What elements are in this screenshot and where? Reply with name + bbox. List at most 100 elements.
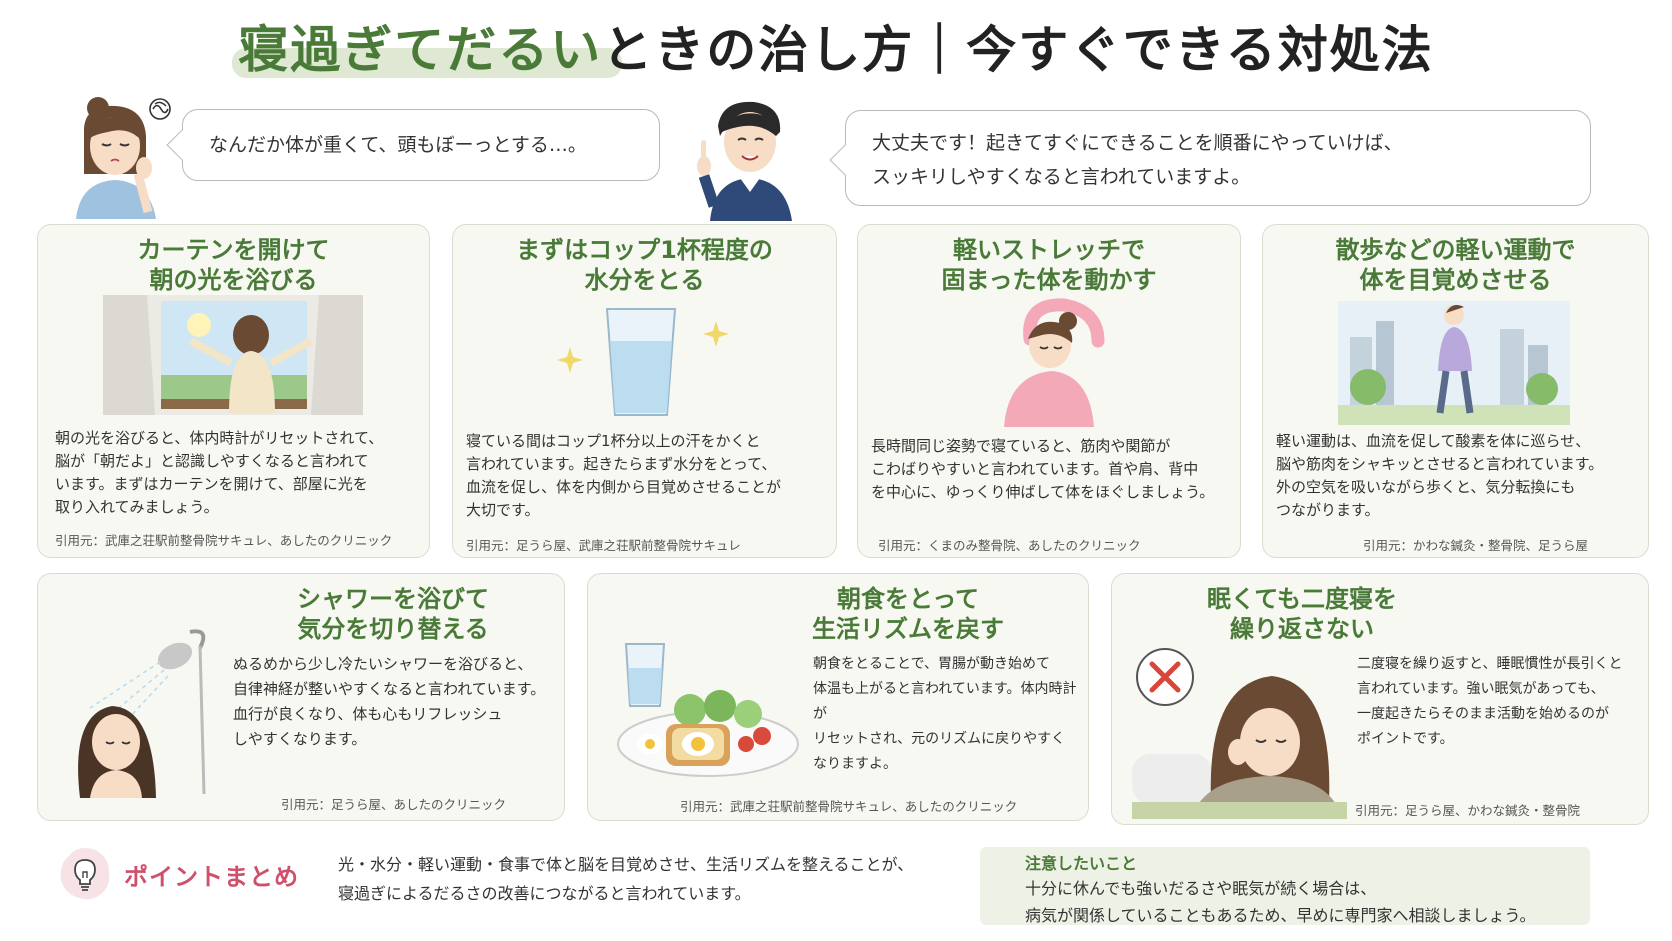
- summary-text-line: 光・水分・軽い運動・食事で体と脳を目覚めさせ、生活リズムを整えることが、: [338, 855, 914, 874]
- tip-card-breakfast: 朝食をとって 生活リズムを戻す 朝食をとることで、胃腸が動き始めて 体温も上がる…: [587, 573, 1089, 821]
- card-title: 散歩などの軽い運動で 体を目覚めさせる: [1263, 235, 1648, 295]
- lightbulb-icon: [60, 848, 110, 900]
- card-title: 軽いストレッチで 固まった体を動かす: [858, 235, 1240, 295]
- card-title-line-2: 固まった体を動かす: [941, 266, 1157, 294]
- tip-card-curtain: カーテンを開けて 朝の光を浴びる 朝の光を浴びると、体内時計がリセットされて、 …: [37, 224, 430, 558]
- caution-note-line: 病気が関係していることもあるため、早めに専門家へ相談しましょう。: [1025, 906, 1536, 925]
- title-highlight: [232, 48, 623, 78]
- card-body-line: 寝ている間はコップ1杯分以上の汗をかくと: [466, 432, 761, 450]
- summary-text: 光・水分・軽い運動・食事で体と脳を目覚めさせ、生活リズムを整えることが、 寝過ぎ…: [338, 850, 913, 908]
- card-title-line-2: 水分をとる: [584, 266, 705, 294]
- card-body: ぬるめから少し冷たいシャワーを浴びると、 自律神経が整いやすくなると言われていま…: [233, 652, 563, 752]
- card-source: 引用元：くまのみ整骨院、あしたのクリニック: [878, 538, 1141, 553]
- man-line-1: 大丈夫です！起きてすぐにできることを順番にやっていけば、: [872, 132, 1403, 154]
- card-body-line: います。まずはカーテンを開けて、部屋に光を: [55, 475, 368, 493]
- man-line-2: スッキリしやすくなると言われていますよ。: [872, 166, 1251, 188]
- tip-card-shower: シャワーを浴びて 気分を切り替える ぬるめから少し冷たいシャワーを浴びると、 自…: [37, 573, 565, 821]
- card-title-line-2: 気分を切り替える: [297, 615, 489, 643]
- card-source: 引用元：武庫之荘駅前整骨院サキュレ、あしたのクリニック: [55, 533, 393, 548]
- card-body-line: 言われています。強い眠気があっても、: [1357, 681, 1605, 697]
- title-green: 寝過ぎてだるい: [238, 21, 603, 79]
- card-source: 引用元：武庫之荘駅前整骨院サキュレ、あしたのクリニック: [680, 799, 1018, 814]
- worried-woman-illustration: [76, 97, 156, 219]
- card-title: 朝食をとって 生活リズムを戻す: [728, 584, 1088, 644]
- card-body-line: なりますよ。: [813, 756, 897, 772]
- card-body-line: を中心に、ゆっくり伸ばして体をほぐしましょう。: [871, 483, 1215, 501]
- breakfast-plate-illustration: [617, 643, 799, 777]
- summary-label: ポイントまとめ: [124, 863, 299, 891]
- card-body-line: 朝食をとることで、胃腸が動き始めて: [813, 656, 1051, 672]
- card-body-line: こわばりやすいと言われています。首や肩、背中: [871, 460, 1199, 478]
- card-title-line-2: 生活リズムを戻す: [812, 615, 1004, 643]
- woman-line: なんだか体が重くて、頭もぼーっとする…。: [209, 134, 587, 156]
- card-body-line: 一度起きたらそのまま活動を始めるのが: [1357, 706, 1609, 722]
- caution-note-line: 十分に休んでも強いだるさや眠気が続く場合は、: [1025, 879, 1377, 898]
- man-speech-bubble: 大丈夫です！起きてすぐにできることを順番にやっていけば、 スッキリしやすくなると…: [829, 110, 1591, 206]
- card-body-line: 言われています。起きたらまず水分をとって、: [466, 455, 777, 473]
- caution-note-title: 注意したいこと: [1025, 854, 1138, 873]
- card-body: 寝ている間はコップ1杯分以上の汗をかくと 言われています。起きたらまず水分をとっ…: [466, 430, 832, 522]
- card-source: 引用元：足うら屋、あしたのクリニック: [281, 797, 507, 812]
- card-title-line-2: 体を目覚めさせる: [1359, 266, 1552, 294]
- card-title-line-1: シャワーを浴びて: [297, 585, 489, 613]
- stretching-woman-illustration: [1004, 298, 1105, 427]
- card-body-line: 血行が良くなり、体も心もリフレッシュ: [233, 705, 503, 723]
- card-body: 軽い運動は、血流を促して酸素を体に巡らせ、 脳や筋肉をシャキッとさせると言われて…: [1276, 430, 1646, 522]
- woman-speech-bubble: なんだか体が重くて、頭もぼーっとする…。: [166, 109, 660, 181]
- caution-note-box: [980, 847, 1590, 925]
- card-title-line-1: 眠くても二度寝を: [1206, 585, 1398, 613]
- sparkle-icon: [557, 321, 729, 373]
- open-curtain-illustration: [103, 295, 363, 415]
- card-title-line-1: 軽いストレッチで: [953, 236, 1145, 264]
- card-body-line: 大切です。: [466, 501, 540, 519]
- walking-park-illustration: [1338, 301, 1570, 425]
- shower-woman-illustration: [78, 629, 206, 798]
- card-body-line: 自律神経が整いやすくなると言われています。: [233, 680, 546, 698]
- card-title-line-2: 繰り返さない: [1230, 615, 1374, 643]
- card-body-line: 体温も上がると言われています。体内時計が: [813, 681, 1077, 722]
- card-body-line: 脳が「朝だよ」と認識しやすくなると言われて: [55, 452, 369, 470]
- card-title: シャワーを浴びて 気分を切り替える: [228, 584, 558, 644]
- summary-text-line: 寝過ぎによるだるさの改善につながると言われています。: [338, 884, 751, 903]
- card-body-line: 二度寝を繰り返すと、睡眠慣性が長引くと: [1357, 656, 1623, 672]
- title-rest: ときの治し方｜今すぐできる対処法: [602, 21, 1434, 79]
- card-body-line: 長時間同じ姿勢で寝ていると、筋肉や関節が: [871, 437, 1171, 455]
- card-title: まずはコップ1杯程度の 水分をとる: [453, 235, 836, 295]
- tip-card-walk: 散歩などの軽い運動で 体を目覚めさせる 軽い運動は、血流を促して酸素を体に巡らせ…: [1262, 224, 1649, 558]
- card-body-line: 朝の光を浴びると、体内時計がリセットされて、: [55, 429, 384, 447]
- card-body-line: 軽い運動は、血流を促して酸素を体に巡らせ、: [1276, 432, 1591, 450]
- card-body: 朝の光を浴びると、体内時計がリセットされて、 脳が「朝だよ」と認識しやすくなると…: [55, 427, 425, 519]
- tip-card-stretch: 軽いストレッチで 固まった体を動かす 長時間同じ姿勢で寝ていると、筋肉や関節が …: [857, 224, 1241, 558]
- card-source: 引用元：足うら屋、武庫之荘駅前整骨院サキュレ: [466, 538, 741, 553]
- card-body-line: ポイントです。: [1357, 731, 1454, 747]
- card-body: 長時間同じ姿勢で寝ていると、筋肉や関節が こわばりやすいと言われています。首や肩…: [871, 435, 1236, 504]
- card-body-line: 血流を促し、体を内側から目覚めさせることが: [466, 478, 782, 496]
- card-body-line: つながります。: [1276, 501, 1380, 519]
- card-body-line: リセットされ、元のリズムに戻りやすく: [813, 731, 1066, 747]
- card-body-line: ぬるめから少し冷たいシャワーを浴びると、: [233, 655, 533, 673]
- card-body-line: しやすくなります。: [233, 730, 367, 748]
- card-body-line: 外の空気を吸いながら歩くと、気分転換にも: [1276, 478, 1576, 496]
- smiling-man-illustration: [697, 101, 792, 221]
- page-title: 寝過ぎてだるいときの治し方｜今すぐできる対処法: [232, 10, 1434, 82]
- stress-scribble-icon: [149, 98, 171, 120]
- card-title-line-1: カーテンを開けて: [137, 236, 330, 264]
- tip-card-no-second-sleep: 眠くても二度寝を 繰り返さない 二度寝を繰り返すと、睡眠慣性が長引くと 言われて…: [1111, 573, 1649, 825]
- card-title-line-1: 朝食をとって: [836, 585, 980, 613]
- card-source: 引用元：かわな鍼灸・整骨院、足うら屋: [1363, 538, 1589, 553]
- card-body: 二度寝を繰り返すと、睡眠慣性が長引くと 言われています。強い眠気があっても、 一…: [1357, 652, 1647, 752]
- card-source: 引用元：足うら屋、かわな鍼灸・整骨院: [1355, 803, 1581, 818]
- card-title: 眠くても二度寝を 繰り返さない: [1132, 584, 1472, 644]
- caution-note-text: 十分に休んでも強いだるさや眠気が続く場合は、 病気が関係していることもあるため、…: [1025, 875, 1536, 929]
- water-glass-illustration: [557, 308, 729, 416]
- x-mark-icon: [1136, 648, 1194, 706]
- bubble-tail: [829, 144, 861, 176]
- page-title-wrap: 寝過ぎてだるいときの治し方｜今すぐできる対処法: [0, 10, 1672, 82]
- card-title-line-1: 散歩などの軽い運動で: [1335, 236, 1576, 264]
- sleepy-woman-illustration: [1132, 676, 1347, 819]
- card-body: 朝食をとることで、胃腸が動き始めて 体温も上がると言われています。体内時計が リ…: [813, 652, 1088, 777]
- card-title-line-2: 朝の光を浴びる: [149, 266, 318, 294]
- tip-card-water: まずはコップ1杯程度の 水分をとる 寝ている間はコップ1杯分以上の汗をかくと 言…: [452, 224, 837, 558]
- card-body-line: 脳や筋肉をシャキッとさせると言われています。: [1276, 455, 1604, 473]
- card-title: カーテンを開けて 朝の光を浴びる: [38, 235, 429, 295]
